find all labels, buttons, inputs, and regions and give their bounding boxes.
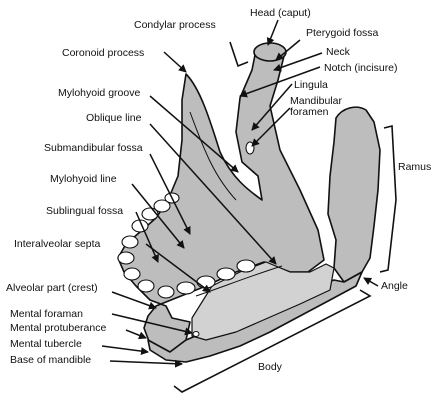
label-mylohyoid-groove: Mylohyoid groove xyxy=(58,87,140,99)
condylar-bracket xyxy=(230,42,248,66)
label-neck: Neck xyxy=(326,46,351,58)
label-mental-protuberance: Mental protuberance xyxy=(10,322,106,334)
arrow-coronoid xyxy=(164,52,186,72)
condylar-head xyxy=(254,43,286,61)
label-mental-foraman: Mental foraman xyxy=(10,308,83,320)
arrow-mental-tubercle xyxy=(102,346,148,352)
mandibular-foramen xyxy=(246,142,254,154)
arrow-head xyxy=(268,20,278,45)
label-lingula: Lingula xyxy=(294,79,328,91)
label-oblique-line: Oblique line xyxy=(86,112,142,124)
label-interalveolar-septa: Interalveolar septa xyxy=(14,238,101,250)
label-sublingual-fossa: Sublingual fossa xyxy=(46,205,123,217)
label-base-of-mandible: Base of mandible xyxy=(10,354,91,366)
mandible-bone xyxy=(118,43,380,362)
label-submandibular-fossa: Submandibular fossa xyxy=(44,142,143,154)
label-notch: Notch (incisure) xyxy=(324,62,398,74)
mental-foramen-shape xyxy=(193,332,199,337)
right-ramus xyxy=(328,107,380,282)
label-mental-tubercle: Mental tubercle xyxy=(10,338,82,350)
label-mylohyoid-line: Mylohyoid line xyxy=(50,173,117,185)
label-ramus: Ramus xyxy=(398,161,431,173)
arrow-mental-protuberance xyxy=(126,330,146,338)
label-body: Body xyxy=(258,361,283,373)
label-pterygoid-fossa: Pterygoid fossa xyxy=(306,27,379,39)
label-head: Head (caput) xyxy=(250,7,311,19)
label-alveolar-part: Alveolar part (crest) xyxy=(6,282,98,294)
arrow-angle xyxy=(364,278,378,286)
label-coronoid-process: Coronoid process xyxy=(62,47,144,59)
ramus-bracket xyxy=(380,126,396,272)
arrow-base xyxy=(110,361,182,364)
label-angle: Angle xyxy=(381,280,408,292)
label-mandibular-foramen-2: foramen xyxy=(290,106,329,118)
label-condylar-process: Condylar process xyxy=(134,19,216,31)
